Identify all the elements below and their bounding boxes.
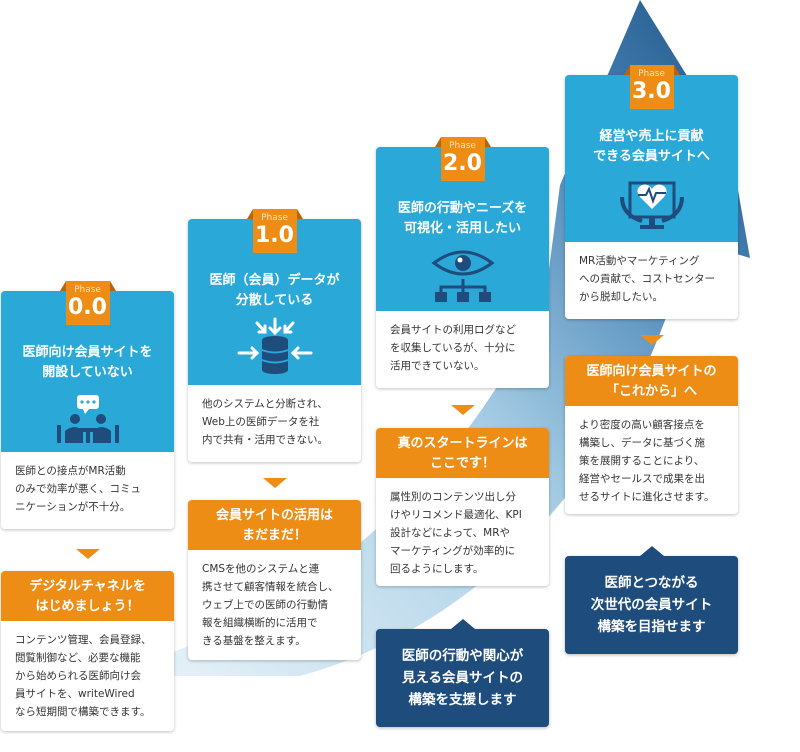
- phase-desc-0: 医師との接点がMR活動 のみで効率が悪く、コミュ ニケーションが不十分。: [1, 452, 174, 529]
- phase-card-0: Phase 0.0 医師向け会員サイトを 開設していない: [1, 281, 174, 529]
- cta-card-2: 真のスタートラインは ここです！ 属性別のコンテンツ出し分 けやリコメンド最適化…: [376, 428, 549, 586]
- phase-card-3: Phase 3.0 経営や売上に貢献 できる会員サイトへ MR活動やマーケティン…: [565, 65, 738, 319]
- cta-title-1: 会員サイトの活用は まだまだ！: [188, 500, 361, 550]
- cta-desc-3: より密度の高い顧客接点を 構築し、データに基づく施 策を展開することにより、 経…: [579, 419, 715, 503]
- cta-title-0: デジタルチャネルを はじめましょう！: [1, 571, 174, 621]
- cta-card-0: デジタルチャネルを はじめましょう！ コンテンツ管理、会員登録、 閲覧制御など、…: [1, 571, 174, 731]
- eye-network-icon: [431, 250, 494, 302]
- phase-title-2: 医師の行動やニーズを 可視化・活用したい: [397, 201, 528, 236]
- database-icon: [237, 317, 312, 374]
- down-arrow-3: [639, 335, 664, 345]
- phase-column-2: Phase 2.0 医師の行動やニーズを 可視化・活用したい: [376, 137, 549, 586]
- cta-card-3: 医師向け会員サイトの 「これから」へ より密度の高い顧客接点を 構築し、データに…: [565, 356, 738, 514]
- phase-badge-1: Phase 1.0: [246, 209, 303, 253]
- phase-desc-3: MR活動やマーケティング への貢献で、コストセンター から脱却したい。: [565, 242, 738, 319]
- cta-title-3: 医師向け会員サイトの 「これから」へ: [565, 356, 738, 406]
- phase-2-goal-banner: 医師の行動や関心が 見える会員サイトの 構築を支援します: [376, 629, 549, 727]
- phase-badge-2: Phase 2.0: [434, 137, 491, 181]
- cta-desc-2: 属性別のコンテンツ出し分 けやリコメンド最適化、KPI 設計などによって、MRや…: [390, 491, 522, 575]
- down-arrow-2: [450, 405, 475, 415]
- phase-column-1: Phase 1.0 医師（会員）データが 分散している: [188, 209, 361, 660]
- phase-3-goal-banner: 医師とつながる 次世代の会員サイト 構築を目指せます: [565, 556, 738, 654]
- phase-badge-3: Phase 3.0: [623, 65, 680, 109]
- cta-desc-0: コンテンツ管理、会員登録、 閲覧制御など、必要な機能 から始められる医師向け会 …: [15, 634, 152, 718]
- phase-title-1: 医師（会員）データが 分散している: [209, 273, 340, 308]
- meeting-icon: [56, 395, 119, 443]
- phase-badge-0: Phase 0.0: [59, 281, 116, 325]
- down-arrow-0: [75, 549, 100, 559]
- phase-desc-1: 他のシステムと分断され、 Web上の医師データを社 内で共有・活用できない。: [188, 385, 361, 462]
- phase-column-3: Phase 3.0 経営や売上に貢献 できる会員サイトへ MR活動やマーケティン…: [565, 65, 738, 514]
- cta-title-2: 真のスタートラインは ここです！: [376, 428, 549, 478]
- phase-title-0: 医師向け会員サイトを 開設していない: [22, 345, 153, 380]
- phase-title-3: 経営や売上に貢献 できる会員サイトへ: [593, 129, 710, 164]
- cta-desc-1: CMSを他のシステムと連 携させて顧客情報を統合し、 ウェブ上での医師の行動情 …: [202, 563, 339, 647]
- phase-desc-2: 会員サイトの利用ログなど を収集しているが、十分に 活用できていない。: [376, 311, 549, 388]
- heart-monitor-icon: [619, 181, 684, 229]
- phase-card-2: Phase 2.0 医師の行動やニーズを 可視化・活用したい: [376, 137, 549, 388]
- cta-card-1: 会員サイトの活用は まだまだ！ CMSを他のシステムと連 携させて顧客情報を統合…: [188, 500, 361, 660]
- phase-column-0: Phase 0.0 医師向け会員サイトを 開設していない: [1, 281, 174, 731]
- down-arrow-1: [262, 478, 287, 488]
- phase-card-1: Phase 1.0 医師（会員）データが 分散している: [188, 209, 361, 462]
